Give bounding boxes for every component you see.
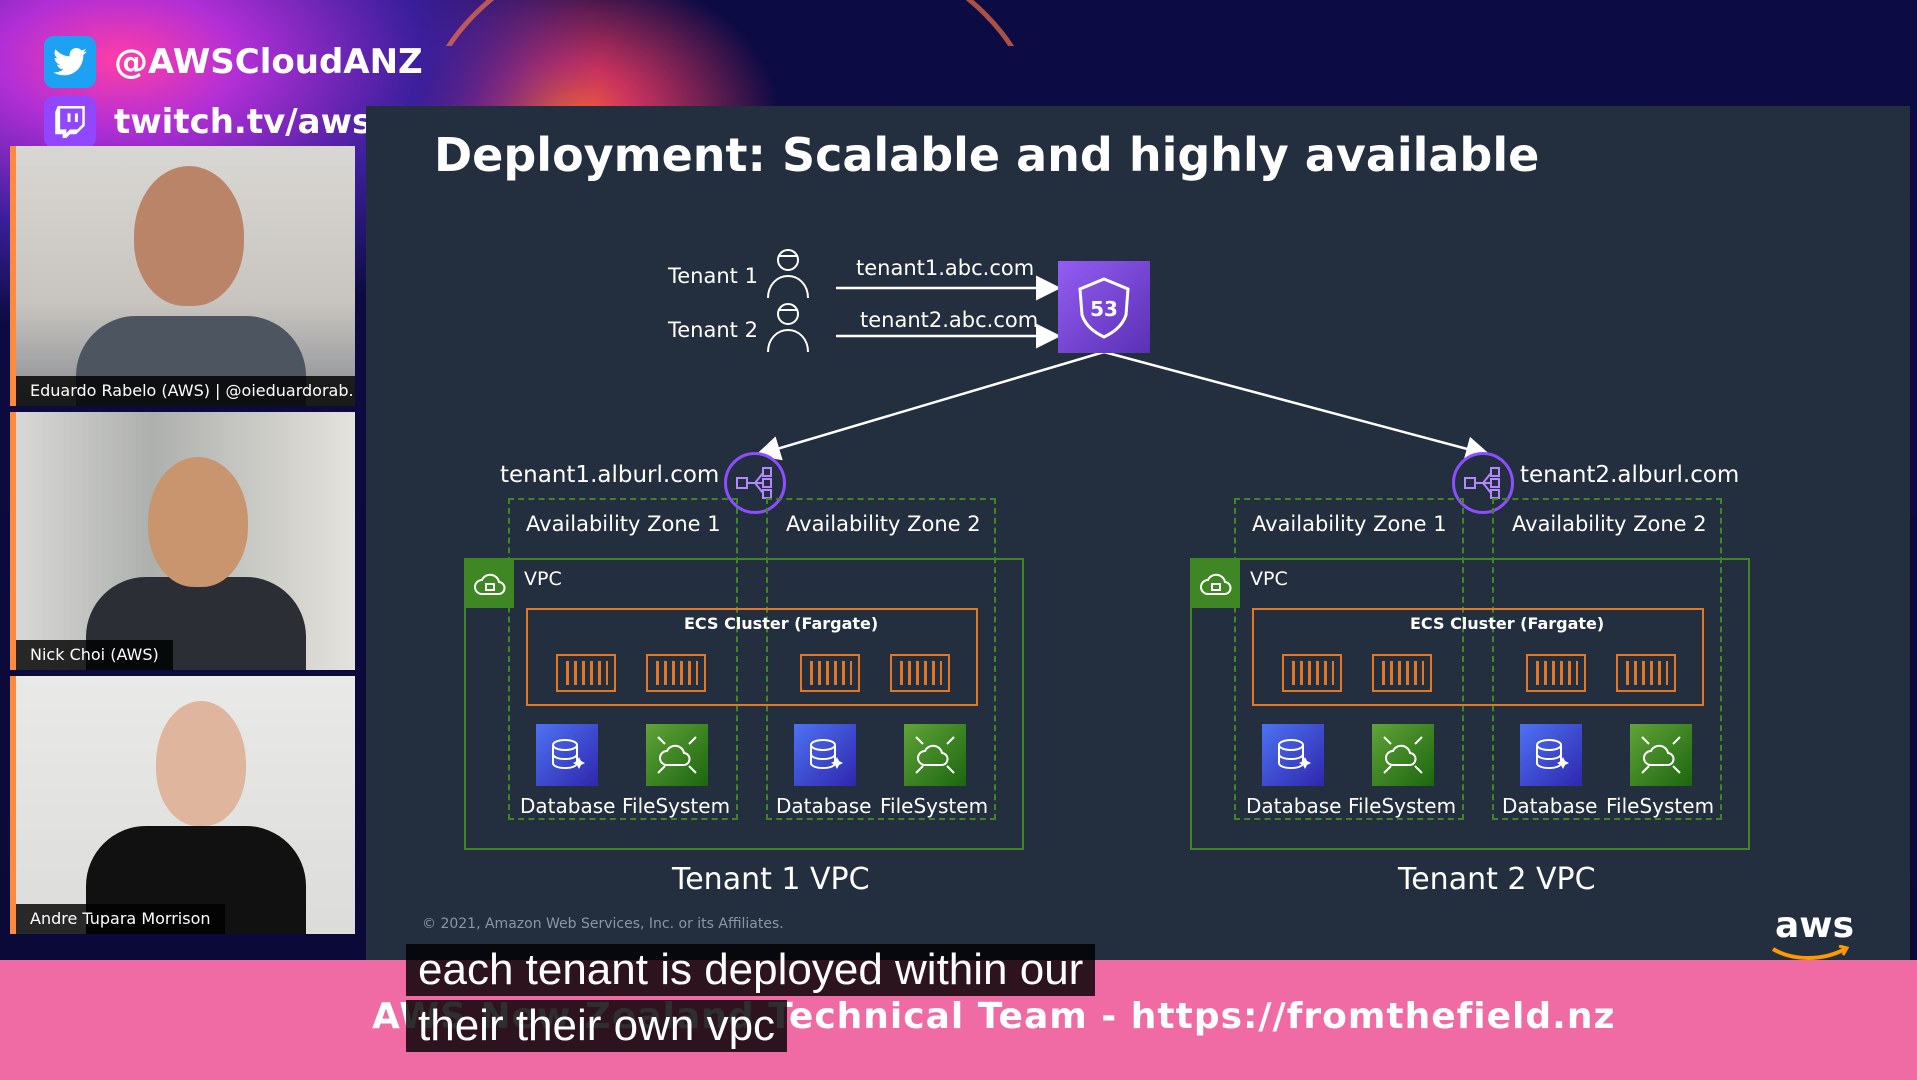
ecs-cluster-label: ECS Cluster (Fargate) xyxy=(684,614,879,633)
availability-zone-box xyxy=(508,498,738,820)
az2-label: Availability Zone 2 xyxy=(786,512,981,536)
filesystem-label: FileSystem xyxy=(622,794,731,818)
vpc-label: VPC xyxy=(1250,568,1288,590)
fargate-task-icon xyxy=(1372,654,1432,692)
filesystem-icon xyxy=(646,724,708,786)
aws-logo-text: aws xyxy=(1775,905,1854,946)
webcam-feed xyxy=(16,146,355,406)
participant-name: Andre Tupara Morrison xyxy=(16,904,225,934)
filesystem-icon xyxy=(1630,724,1692,786)
az2-label: Availability Zone 2 xyxy=(1512,512,1707,536)
fargate-task-icon xyxy=(890,654,950,692)
database-icon xyxy=(536,724,598,786)
tenant1-label: Tenant 1 xyxy=(668,264,758,288)
az1-label: Availability Zone 1 xyxy=(1252,512,1447,536)
person-head xyxy=(148,457,248,587)
tenant1-vpc-caption: Tenant 1 VPC xyxy=(672,862,870,897)
fargate-task-icon xyxy=(1616,654,1676,692)
user-icon xyxy=(767,303,809,353)
user-icon xyxy=(767,249,809,299)
availability-zone-box xyxy=(1492,498,1722,820)
vpc-label: VPC xyxy=(524,568,562,590)
ecs-cluster-box xyxy=(1252,608,1704,706)
tenant2-domain: tenant2.abc.com xyxy=(860,308,1039,332)
person-head xyxy=(134,166,244,306)
fargate-task-icon xyxy=(1282,654,1342,692)
twitter-handle: @AWSCloudANZ xyxy=(44,36,423,88)
twitch-url-text: twitch.tv/aws xyxy=(114,102,373,142)
database-icon xyxy=(1262,724,1324,786)
twitch-icon xyxy=(44,96,96,148)
tenant1-domain: tenant1.abc.com xyxy=(856,256,1035,280)
tenant2-label: Tenant 2 xyxy=(668,318,758,342)
copyright-notice: © 2021, Amazon Web Services, Inc. or its… xyxy=(422,916,784,932)
participant-name: Eduardo Rabelo (AWS) | @oieduardorab... xyxy=(16,376,355,406)
camera-tile-nick[interactable]: Nick Choi (AWS) xyxy=(10,412,355,670)
caption-line-1: each tenant is deployed within our xyxy=(406,944,1096,996)
availability-zone-box xyxy=(1234,498,1464,820)
twitter-handle-text: @AWSCloudANZ xyxy=(114,42,423,82)
filesystem-label: FileSystem xyxy=(1348,794,1457,818)
ecs-cluster-box xyxy=(526,608,978,706)
database-label: Database xyxy=(1246,794,1342,818)
database-label: Database xyxy=(520,794,616,818)
webcam-feed xyxy=(16,676,355,934)
vpc-cloud-icon xyxy=(466,560,514,608)
load-balancer-icon xyxy=(724,452,786,514)
twitter-bird-icon xyxy=(44,36,96,88)
database-icon xyxy=(1520,724,1582,786)
twitch-url: twitch.tv/aws xyxy=(44,96,372,148)
slide-title: Deployment: Scalable and highly availabl… xyxy=(434,128,1540,182)
aws-smile-icon xyxy=(1771,945,1850,960)
tenant1-alb-url: tenant1.alburl.com xyxy=(500,462,720,488)
route53-icon: 53 xyxy=(1058,261,1150,353)
webcam-feed xyxy=(16,412,355,670)
filesystem-icon xyxy=(904,724,966,786)
participant-name: Nick Choi (AWS) xyxy=(16,640,173,670)
filesystem-label: FileSystem xyxy=(880,794,989,818)
database-label: Database xyxy=(776,794,872,818)
caption-line-2: their their own vpc xyxy=(406,1000,788,1052)
aws-logo: aws xyxy=(1771,905,1854,960)
fargate-task-icon xyxy=(646,654,706,692)
database-label: Database xyxy=(1502,794,1598,818)
camera-tile-eduardo[interactable]: Eduardo Rabelo (AWS) | @oieduardorab... xyxy=(10,146,355,406)
filesystem-icon xyxy=(1372,724,1434,786)
az1-label: Availability Zone 1 xyxy=(526,512,721,536)
fargate-task-icon xyxy=(800,654,860,692)
ecs-cluster-label: ECS Cluster (Fargate) xyxy=(1410,614,1605,633)
availability-zone-box xyxy=(766,498,996,820)
connection-lines xyxy=(755,275,1491,461)
presentation-slide: Deployment: Scalable and highly availabl… xyxy=(366,106,1910,974)
database-icon xyxy=(794,724,856,786)
vpc-cloud-icon xyxy=(1192,560,1240,608)
route53-number: 53 xyxy=(1090,297,1118,321)
person-head xyxy=(156,701,246,826)
tenant2-alb-url: tenant2.alburl.com xyxy=(1520,462,1740,488)
fargate-task-icon xyxy=(556,654,616,692)
filesystem-label: FileSystem xyxy=(1606,794,1715,818)
camera-tile-andre[interactable]: Andre Tupara Morrison xyxy=(10,676,355,934)
tenant2-vpc-caption: Tenant 2 VPC xyxy=(1398,862,1596,897)
tenant1-vpc-box: VPC xyxy=(464,558,1024,850)
tenant2-vpc-box: VPC xyxy=(1190,558,1750,850)
fargate-task-icon xyxy=(1526,654,1586,692)
